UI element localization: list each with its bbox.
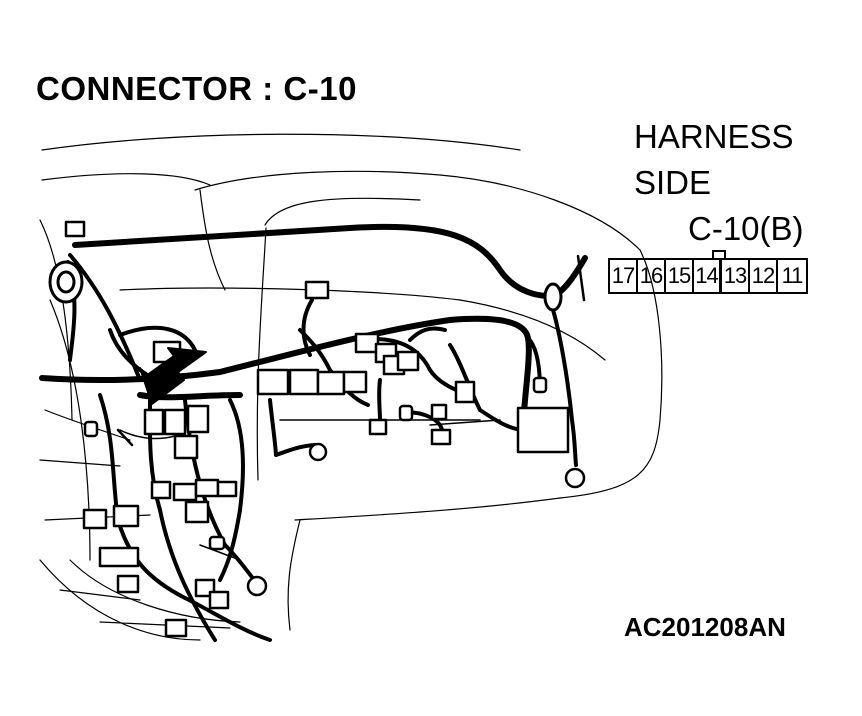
figure-code: AC201208AN bbox=[624, 612, 786, 642]
grommets bbox=[48, 260, 563, 312]
main-harness bbox=[39, 223, 588, 433]
harness-label-line1: HARNESS bbox=[634, 118, 794, 155]
pin-cell: 17 bbox=[610, 260, 638, 292]
pin-cell: 16 bbox=[638, 260, 666, 292]
ground-terminals bbox=[83, 376, 586, 597]
pointer-arrow-icon bbox=[139, 347, 207, 405]
connector-key-tab bbox=[712, 250, 726, 260]
connector-id-label: C-10(B) bbox=[688, 210, 804, 247]
pin-cell: 15 bbox=[666, 260, 694, 292]
connector-blocks bbox=[64, 220, 570, 638]
pin-cell: 13 bbox=[722, 260, 750, 292]
pin-cell: 14 bbox=[694, 260, 722, 292]
harness-side-label: HARNESS SIDE C-10(B) bbox=[634, 114, 804, 252]
harness-label-line2: SIDE bbox=[634, 164, 712, 201]
pin-cell: 11 bbox=[781, 263, 804, 288]
pin-cell: 12 bbox=[750, 260, 778, 292]
connector-pin-block: 17 16 15 14 13 12 11 bbox=[608, 258, 808, 294]
page-title: CONNECTOR : C-10 bbox=[36, 70, 357, 107]
dashboard-outline bbox=[39, 133, 663, 641]
